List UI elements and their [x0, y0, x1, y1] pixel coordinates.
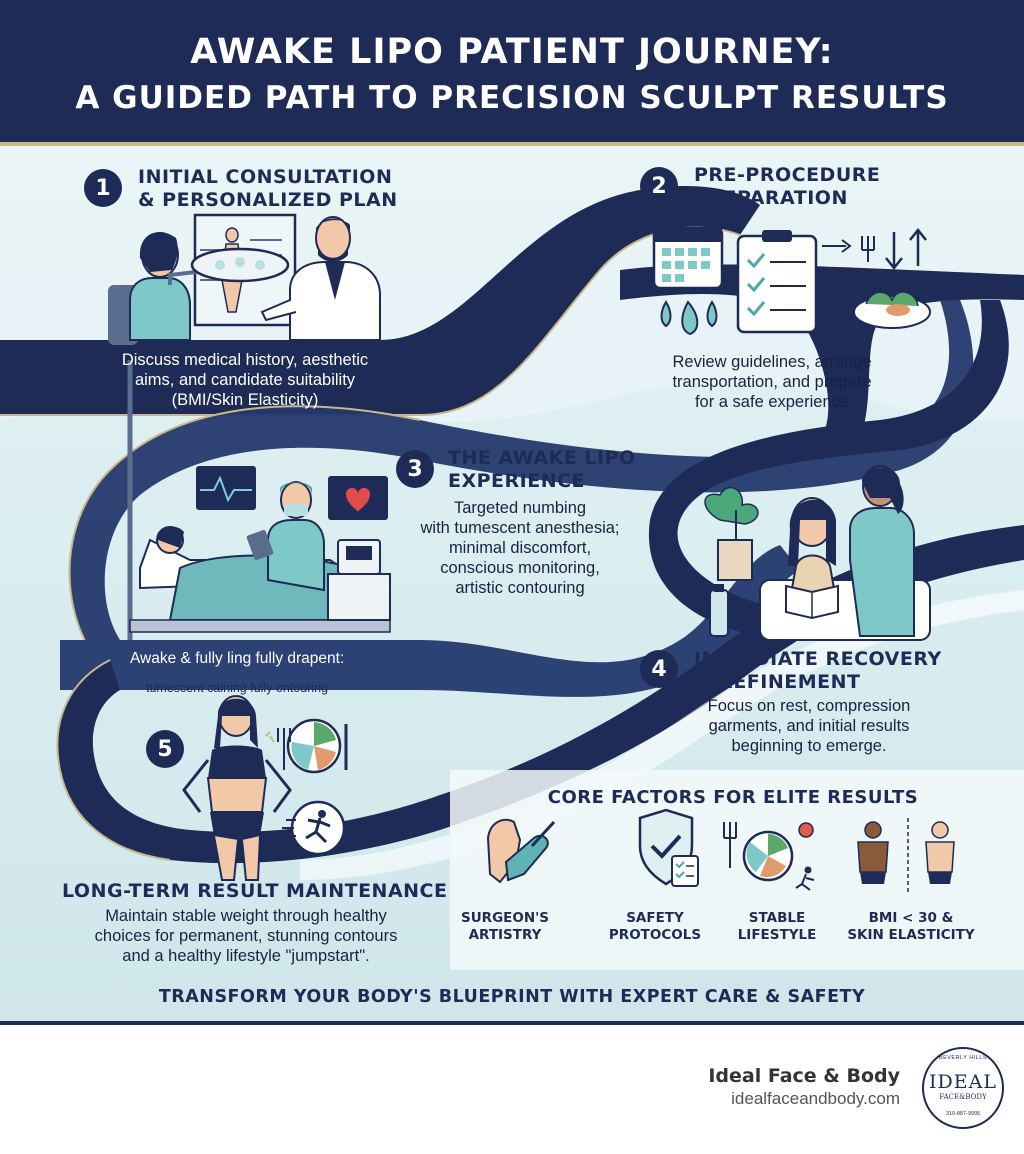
illustrations: [108, 213, 955, 892]
footer-logo-seal: BEVERLY HILLS IDEAL FACE&BODY 310-887-99…: [922, 1047, 1004, 1129]
step-3-description: Targeted numbing with tumescent anesthes…: [420, 499, 620, 597]
page-title: AWAKE LIPO PATIENT JOURNEY:: [190, 32, 834, 72]
step-2-badge: 2: [640, 167, 678, 205]
maintenance-illustration: [182, 695, 348, 881]
body-comparison-icon: [857, 818, 955, 892]
journey-panel: 1 INITIAL CONSULTATION & PERSONALIZED PL…: [0, 146, 1024, 1024]
step-4-description: Focus on rest, compression garments, and…: [707, 697, 911, 755]
factor-label-safety: SAFETY PROTOCOLS: [608, 910, 702, 943]
factor-label-lifestyle: STABLE LIFESTYLE: [737, 910, 817, 943]
surgeon-artistry-icon: [486, 818, 556, 884]
operating-room-illustration: [127, 247, 391, 640]
step-5-title: LONG-TERM RESULT MAINTENANCE: [62, 880, 448, 902]
header-banner: AWAKE LIPO PATIENT JOURNEY: A GUIDED PAT…: [0, 0, 1024, 146]
bottom-divider: [0, 1021, 1024, 1025]
step-5-badge: 5: [146, 730, 184, 768]
ribbon-caption-2: tumescent calning fully ontouring: [146, 681, 329, 695]
step-4-title: IMMEDIATE RECOVERY & REFINEMENT: [694, 648, 942, 693]
step-5-description: Maintain stable weight through healthy c…: [94, 907, 398, 965]
step-1-badge: 1: [84, 169, 122, 207]
footer: Ideal Face & Body idealfaceandbody.com B…: [0, 1025, 1024, 1154]
step-2-description: Review guidelines, arrange transportatio…: [672, 353, 872, 411]
factor-label-bmi: BMI < 30 & SKIN ELASTICITY: [847, 910, 975, 943]
shield-check-icon: [638, 808, 699, 887]
preparation-illustration: [652, 226, 931, 336]
footer-url[interactable]: idealfaceandbody.com: [731, 1089, 900, 1108]
step-4-badge: 4: [640, 650, 678, 688]
step-2-title: PRE-PROCEDURE PREPARATION: [694, 164, 881, 209]
healthy-plate-icon: [723, 822, 815, 891]
recovery-illustration: [704, 465, 931, 641]
step-1-title: INITIAL CONSULTATION & PERSONALIZED PLAN: [138, 166, 398, 211]
footer-brand-block: Ideal Face & Body idealfaceandbody.com: [708, 1065, 900, 1109]
step-1-description: Discuss medical history, aesthetic aims,…: [121, 351, 369, 409]
footer-brand-name: Ideal Face & Body: [708, 1065, 900, 1087]
core-factors-title: CORE FACTORS FOR ELITE RESULTS: [547, 787, 919, 808]
footer-logo-main: IDEAL: [929, 1071, 997, 1093]
ribbon-caption-1: Awake & fully ling fully drapent:: [130, 650, 345, 667]
step-3-title: THE AWAKE LIPO EXPERIENCE: [448, 447, 636, 492]
tagline: TRANSFORM YOUR BODY'S BLUEPRINT WITH EXP…: [158, 987, 866, 1007]
step-3-badge: 3: [396, 450, 434, 488]
factor-label-artistry: SURGEON'S ARTISTRY: [460, 910, 549, 943]
page-subtitle: A GUIDED PATH TO PRECISION SCULPT RESULT…: [75, 80, 949, 116]
